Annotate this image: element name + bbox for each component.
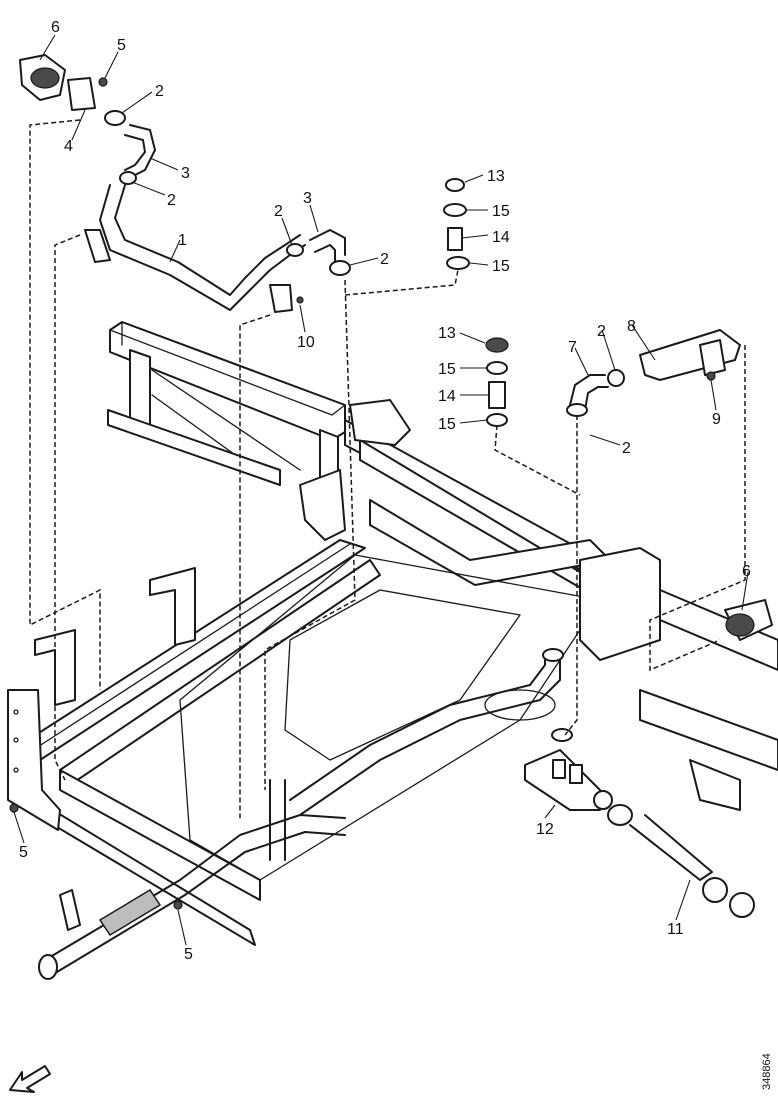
callout-14-top: 14 xyxy=(492,229,510,246)
callout-13-top: 13 xyxy=(487,168,505,185)
callout-numbers: 6 5 2 4 3 2 1 2 3 2 10 13 15 14 15 13 15… xyxy=(19,19,751,963)
bracket-8 xyxy=(639,329,741,381)
callout-15-top-b: 15 xyxy=(492,258,510,275)
callout-15-mid-a: 15 xyxy=(438,361,456,378)
exhaust-pipe-assembly xyxy=(38,648,564,980)
callout-2-b: 2 xyxy=(167,192,176,209)
callout-6-upper: 6 xyxy=(51,19,60,36)
callout-2-a: 2 xyxy=(155,83,164,100)
hose-7 xyxy=(566,369,625,417)
assembly-dashed-lines xyxy=(29,119,746,820)
chassis-frame xyxy=(7,321,778,946)
callout-15-top-a: 15 xyxy=(492,203,510,220)
drawing-reference-number: 348864 xyxy=(761,1053,773,1090)
callout-1: 1 xyxy=(178,232,187,249)
callout-2-f: 2 xyxy=(622,440,631,457)
sensor-6-right xyxy=(724,599,773,641)
hose-3-upper xyxy=(124,124,156,176)
callout-9: 9 xyxy=(712,411,721,428)
clamp-2-upper xyxy=(98,77,351,276)
callout-2-c: 2 xyxy=(274,203,283,220)
callout-5-upper: 5 xyxy=(117,37,126,54)
sensor-6-upper xyxy=(19,54,96,111)
callout-3-a: 3 xyxy=(181,165,190,182)
callout-4: 4 xyxy=(64,138,73,155)
callout-7: 7 xyxy=(568,339,577,356)
callout-10: 10 xyxy=(297,334,315,351)
callout-11: 11 xyxy=(667,921,684,938)
callout-8: 8 xyxy=(627,318,636,335)
callout-2-d: 2 xyxy=(380,251,389,268)
part-stack-middle xyxy=(485,337,509,427)
callout-13-mid: 13 xyxy=(438,325,456,342)
callout-5-left: 5 xyxy=(19,844,28,861)
front-arrow-icon xyxy=(9,1065,51,1093)
hose-11 xyxy=(607,804,755,918)
connector-12 xyxy=(524,728,613,811)
part-stack-top xyxy=(443,178,470,270)
callout-5-bottom: 5 xyxy=(184,946,193,963)
callout-15-mid-b: 15 xyxy=(438,416,456,433)
callout-3-b: 3 xyxy=(303,190,312,207)
leader-lines xyxy=(13,34,749,946)
callout-2-e: 2 xyxy=(597,323,606,340)
callout-14-mid: 14 xyxy=(438,388,456,405)
pipe-1 xyxy=(84,184,306,313)
hose-3-right xyxy=(309,229,346,263)
callout-12: 12 xyxy=(536,821,554,838)
callout-6-right: 6 xyxy=(742,563,751,580)
